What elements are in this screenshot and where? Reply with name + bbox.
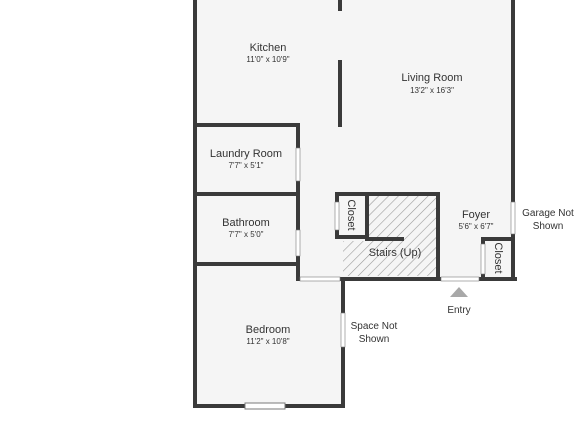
entry-arrow-icon [450,287,468,297]
space-note-line1: Space Not [351,321,398,332]
foyer-dims: 5'6" x 6'7" [459,222,494,231]
door-hall [299,276,341,282]
garage-note-line1: Garage Not [522,208,574,219]
door-closet-left [334,201,340,231]
window-bedroom [244,402,286,410]
bedroom-label: Bedroom [246,324,291,336]
floor-fill [193,0,515,406]
door-bathroom [295,229,301,257]
door-entry [440,276,480,282]
space-note-line2: Shown [359,334,390,345]
closet-left-label: Closet [345,199,357,230]
living-room-dims: 13'2" x 16'3" [410,86,454,95]
stairs-hatch [343,196,438,276]
bathroom-dims: 7'7" x 5'0" [229,230,264,239]
openings [244,147,516,410]
door-closet-right [480,243,486,275]
living-room-label: Living Room [401,72,462,84]
laundry-room-dims: 7'7" x 5'1" [229,161,264,170]
entry-label: Entry [447,305,470,316]
garage-note-line2: Shown [533,221,564,232]
door-garage [510,201,516,235]
kitchen-label: Kitchen [250,42,287,54]
laundry-room-label: Laundry Room [210,148,282,160]
door-laundry [295,147,301,182]
kitchen-dims: 11'0" x 10'9" [246,55,289,64]
bedroom-dims: 11'2" x 10'8" [246,337,289,346]
door-space [340,312,346,348]
closet-right-label: Closet [492,242,504,273]
stairs-label: Stairs (Up) [369,247,422,259]
bathroom-label: Bathroom [222,217,270,229]
foyer-label: Foyer [462,209,490,221]
